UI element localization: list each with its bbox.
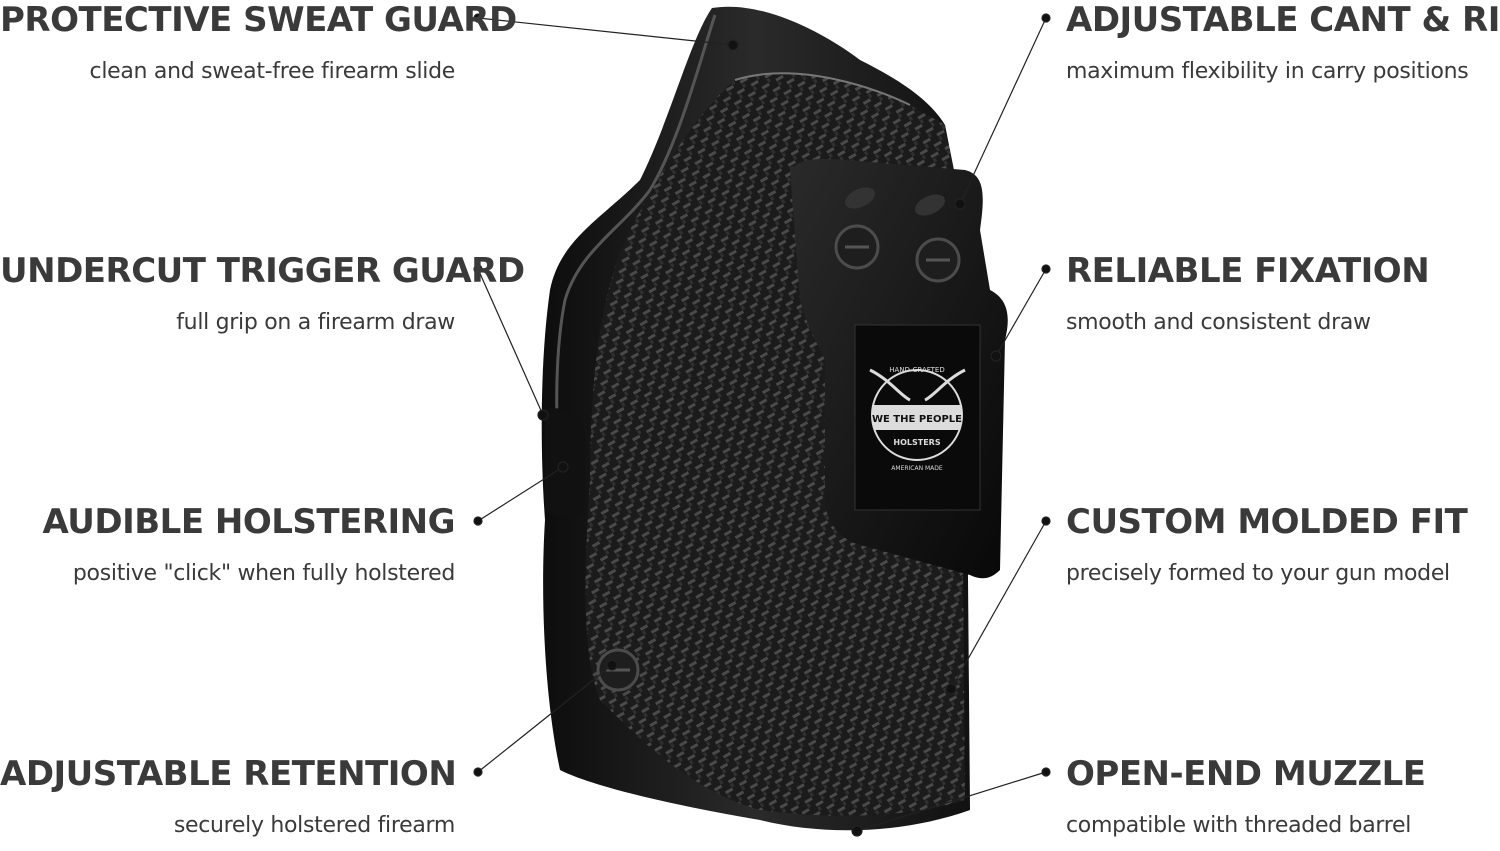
feature-title: OPEN-END MUZZLE <box>1066 754 1426 794</box>
feature-title: UNDERCUT TRIGGER GUARD <box>0 251 525 291</box>
logo-sub-text: HOLSTERS <box>893 438 940 447</box>
logo-banner-text: WE THE PEOPLE <box>872 414 962 425</box>
feature-title: CUSTOM MOLDED FIT <box>1066 502 1468 542</box>
feature-title: ADJUSTABLE CANT & RIDE <box>1066 0 1500 40</box>
leader-line-cant <box>959 17 1047 205</box>
feature-desc: clean and sweat-free firearm slide <box>89 59 456 84</box>
brand-logo <box>869 368 966 461</box>
leader-line-retention <box>477 664 613 773</box>
leader-line-muzzle <box>856 771 1047 832</box>
feature-title: RELIABLE FIXATION <box>1066 251 1430 291</box>
leader-line-trigger-guard <box>477 268 544 416</box>
leader-line-fixation <box>995 268 1047 357</box>
leader-line-audible <box>477 466 564 522</box>
feature-adjustable-retention: ADJUSTABLE RETENTION securely holstered … <box>0 754 457 840</box>
feature-title: PROTECTIVE SWEAT GUARD <box>0 0 517 40</box>
feature-desc: precisely formed to your gun model <box>1066 561 1450 586</box>
feature-title: ADJUSTABLE RETENTION <box>0 754 457 794</box>
feature-open-end-muzzle: OPEN-END MUZZLE compatible with threaded… <box>1066 754 1500 840</box>
feature-desc: maximum flexibility in carry positions <box>1066 59 1469 84</box>
feature-desc: securely holstered firearm <box>173 813 455 838</box>
feature-undercut-trigger-guard: UNDERCUT TRIGGER GUARD full grip on a fi… <box>0 251 525 337</box>
feature-protective-sweat-guard: PROTECTIVE SWEAT GUARD clean and sweat-f… <box>0 0 517 86</box>
feature-desc: positive "click" when fully holstered <box>72 561 455 586</box>
feature-title: AUDIBLE HOLSTERING <box>42 502 455 542</box>
leader-line-molded <box>950 520 1047 690</box>
feature-reliable-fixation: RELIABLE FIXATION smooth and consistent … <box>1066 251 1500 337</box>
logo-top-text: HAND-CRAFTED <box>889 366 944 374</box>
feature-adjustable-cant-ride: ADJUSTABLE CANT & RIDE maximum flexibili… <box>1066 0 1500 86</box>
logo-bottom-text: AMERICAN MADE <box>891 465 943 472</box>
feature-audible-holstering: AUDIBLE HOLSTERING positive "click" when… <box>0 502 455 588</box>
feature-custom-molded-fit: CUSTOM MOLDED FIT precisely formed to yo… <box>1066 502 1500 588</box>
feature-desc: compatible with threaded barrel <box>1066 813 1412 838</box>
feature-desc: full grip on a firearm draw <box>176 310 455 335</box>
leader-line-sweat-guard <box>477 17 734 46</box>
feature-desc: smooth and consistent draw <box>1066 310 1371 335</box>
